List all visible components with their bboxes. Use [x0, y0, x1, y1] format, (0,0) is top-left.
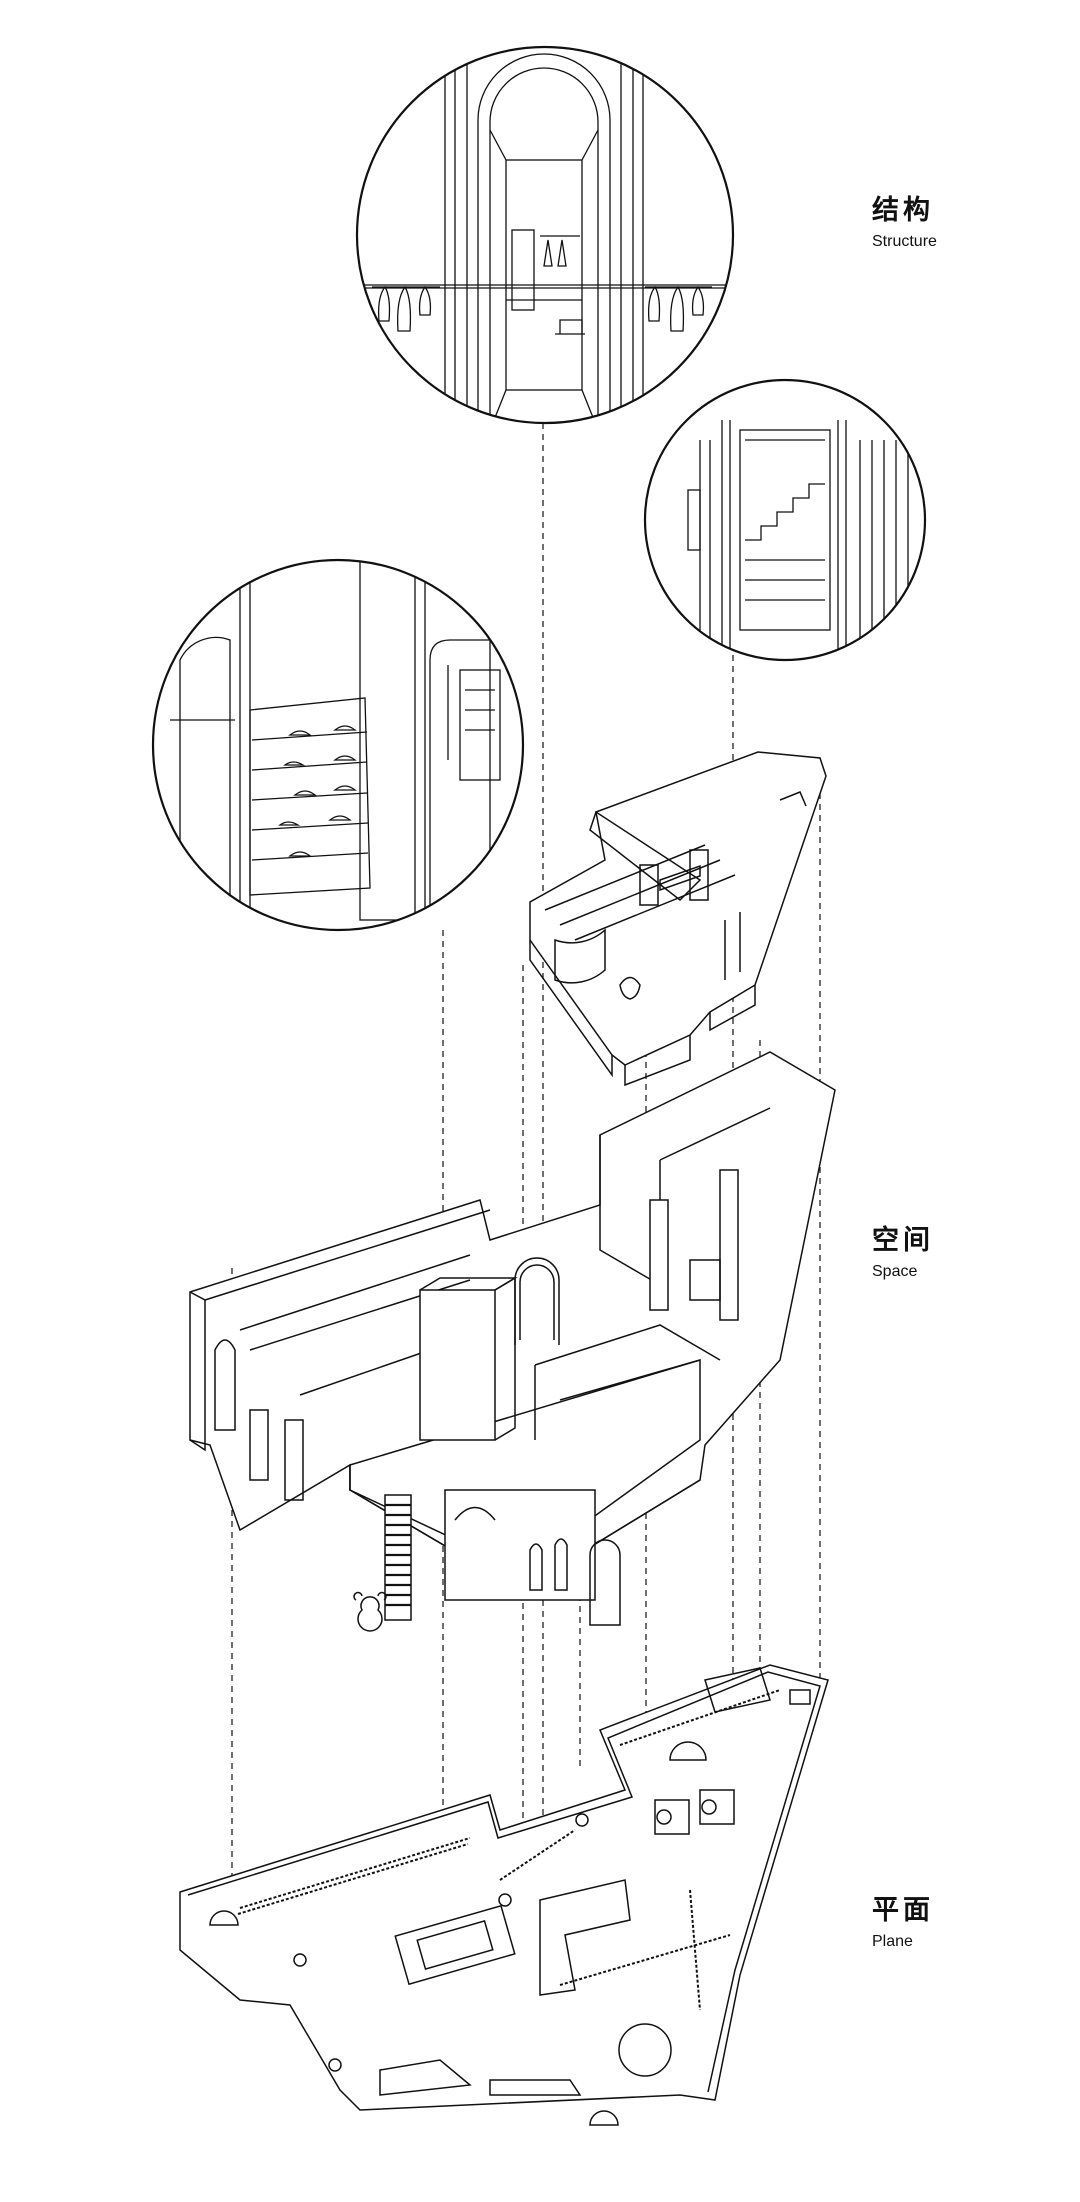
detail-circle-staircase — [643, 378, 927, 662]
label-plane: 平面 Plane — [872, 1888, 934, 1951]
label-plane-zh: 平面 — [872, 1895, 934, 1926]
label-space-en: Space — [872, 1263, 918, 1280]
upper-floor-axonometric — [529, 751, 827, 1087]
detail-circle-arch-corridor — [355, 45, 735, 425]
plan-wall-racks — [237, 1689, 781, 2011]
label-structure-en: Structure — [872, 233, 937, 250]
label-space-zh: 空间 — [872, 1225, 934, 1256]
detail-circle-shoe-display — [151, 558, 525, 932]
label-structure-zh: 结构 — [872, 195, 934, 226]
main-floor-axonometric — [189, 1051, 836, 1632]
floor-plan — [179, 1664, 829, 2126]
label-plane-en: Plane — [872, 1933, 913, 1950]
label-structure: 结构 Structure — [872, 188, 937, 251]
label-space: 空间 Space — [872, 1218, 934, 1281]
louvre-panel — [384, 1494, 412, 1621]
